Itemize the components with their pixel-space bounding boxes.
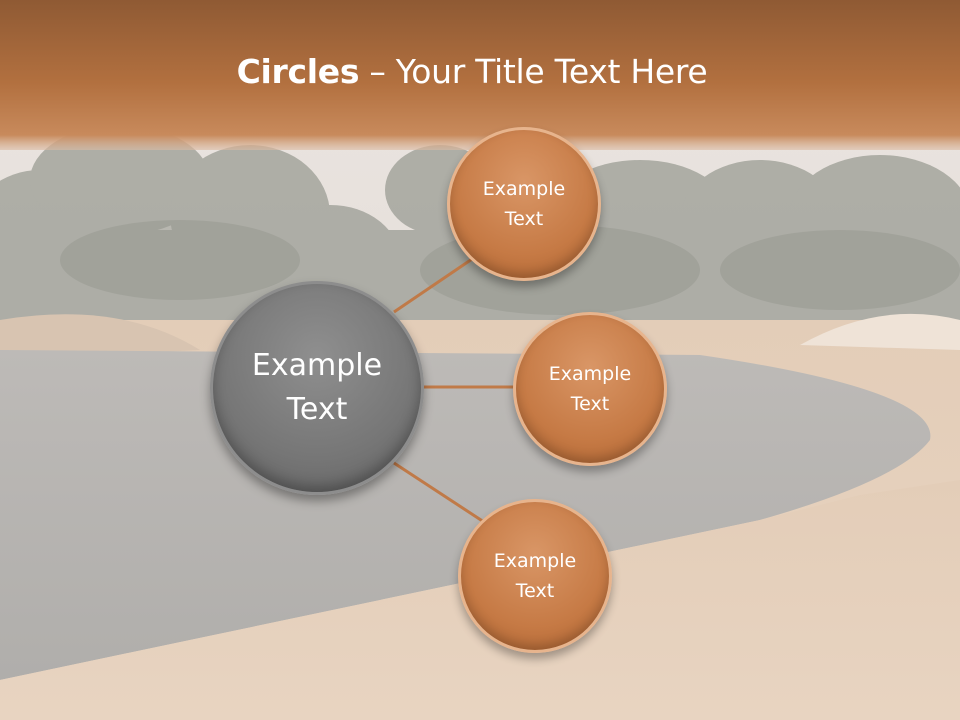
center-circle: Example Text [210,281,424,495]
satellite-circle-middle: Example Text [513,312,667,466]
satellite-circle-label: Example Text [482,178,566,230]
satellite-circle-bottom: Example Text [458,499,612,653]
slide-title: Circles – Your Title Text Here [0,52,944,91]
satellite-circle-top: Example Text [447,127,601,281]
connector-line-top [393,253,479,314]
satellite-circle-label: Example Text [493,550,577,602]
center-circle-label: Example Text [251,348,383,427]
slide-title-rest: – Your Title Text Here [359,52,708,91]
satellite-circle-label: Example Text [548,363,632,415]
connector-line-bottom [393,461,485,524]
slide-title-bold: Circles [236,52,360,91]
